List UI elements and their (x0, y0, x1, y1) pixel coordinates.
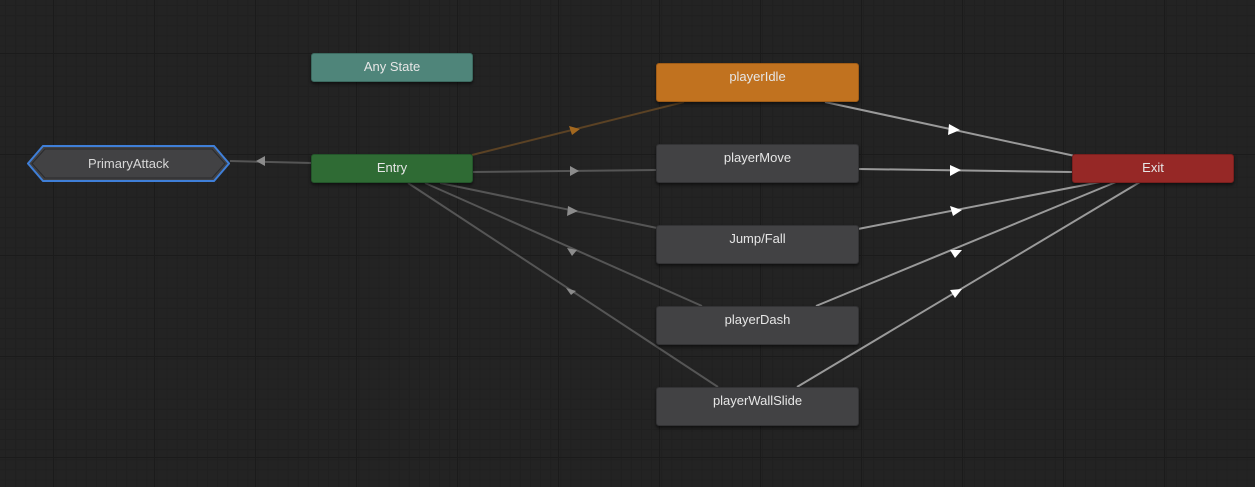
any-state-label: Any State (363, 59, 421, 74)
transition-playerDash-to-entry[interactable] (424, 182, 703, 307)
transition-playerIdle-to-exit[interactable] (824, 101, 1076, 157)
exit-node[interactable]: Exit (1072, 154, 1234, 183)
triangle-arrow-icon (566, 288, 576, 295)
triangle-arrow-icon (950, 206, 962, 216)
transition-playerMove-to-exit[interactable] (857, 165, 1073, 176)
state-label: playerWallSlide (712, 393, 803, 408)
state-label: playerIdle (729, 69, 786, 84)
transition-entry-to-playerMove[interactable] (471, 166, 658, 176)
transition-playerDash-to-exit[interactable] (815, 181, 1117, 307)
triangle-arrow-icon (256, 156, 265, 166)
sub-state-machine-node-PrimaryAttack[interactable]: PrimaryAttack (27, 145, 230, 182)
any-state-node[interactable]: Any State (311, 53, 473, 82)
triangle-arrow-icon (950, 250, 962, 258)
hexagon-icon (27, 145, 230, 182)
triangle-arrow-icon (567, 206, 578, 216)
state-node-jumpfall[interactable]: Jump/Fall (656, 225, 859, 264)
transition-entry-to-PrimaryAttack[interactable] (229, 156, 313, 166)
entry-node[interactable]: Entry (311, 154, 473, 183)
triangle-arrow-icon (570, 166, 579, 176)
exit-label: Exit (1142, 160, 1164, 175)
state-node-playerIdle[interactable]: playerIdle (656, 63, 859, 102)
state-label: playerDash (724, 312, 791, 327)
transition-jumpfall-to-entry[interactable] (439, 182, 658, 229)
triangle-arrow-icon (950, 165, 961, 176)
transition-playerWallSlide-to-entry[interactable] (407, 182, 719, 388)
entry-label: Entry (376, 160, 408, 175)
triangle-arrow-icon (948, 124, 960, 135)
triangle-arrow-icon (950, 289, 962, 298)
transition-playerWallSlide-to-exit[interactable] (796, 181, 1141, 388)
transition-entry-to-playerIdle[interactable] (471, 101, 685, 156)
state-node-playerMove[interactable]: playerMove (656, 144, 859, 183)
transition-jumpfall-to-exit[interactable] (857, 181, 1101, 230)
state-node-playerDash[interactable]: playerDash (656, 306, 859, 345)
triangle-arrow-icon (569, 126, 580, 135)
state-label: Jump/Fall (729, 231, 786, 246)
triangle-arrow-icon (567, 248, 577, 256)
sub-state-machine-label: PrimaryAttack (88, 156, 169, 171)
state-label: playerMove (723, 150, 792, 165)
state-node-playerWallSlide[interactable]: playerWallSlide (656, 387, 859, 426)
